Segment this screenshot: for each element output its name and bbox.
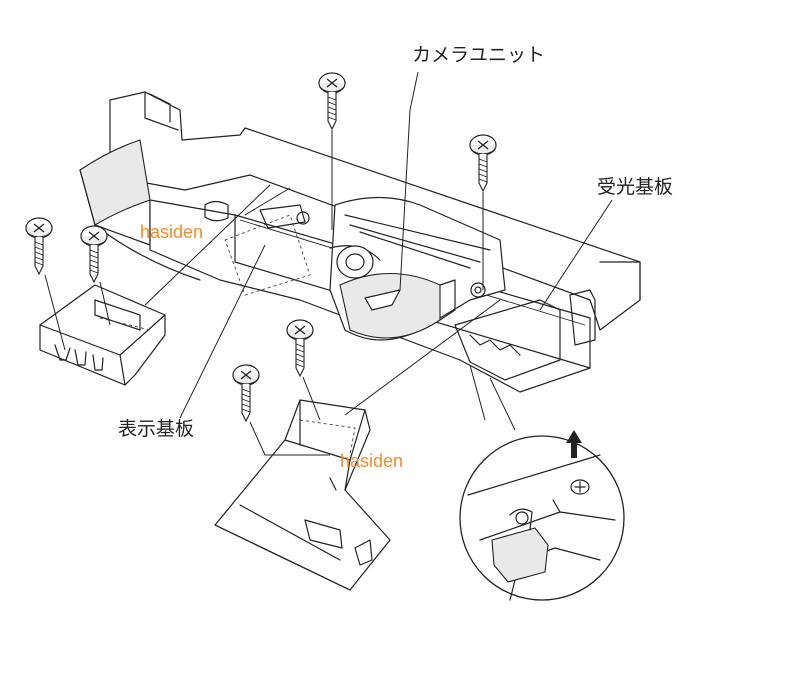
screw-icon [469,134,497,192]
arrow-up-icon [566,430,582,458]
main-housing [79,91,641,393]
screw-icon [318,72,346,130]
left-bracket [39,284,166,386]
screw-icon [80,225,108,283]
label-display-board: 表示基板 [118,418,195,440]
watermark: hasiden [140,222,204,242]
label-camera-unit: カメラユニット [412,44,546,66]
screw-icon [25,217,53,275]
screw-icon [232,364,260,422]
lower-bracket [214,399,391,591]
detail-view [459,435,625,601]
watermark: hasiden [340,451,404,471]
label-receiver-board: 受光基板 [597,176,674,198]
screw-icon [286,319,314,377]
